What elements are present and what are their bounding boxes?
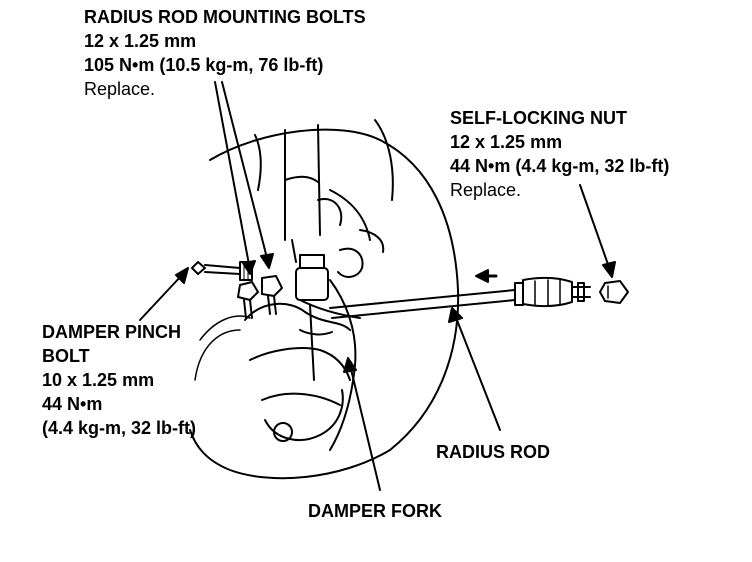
self-locking-nut-size: 12 x 1.25 mm: [450, 132, 563, 152]
damper-pinch-bolt-size: 10 x 1.25 mm: [42, 370, 155, 390]
self-locking-nut-callout: SELF-LOCKING NUT 12 x 1.25 mm 44 N•m (4.…: [450, 106, 669, 202]
radius-rod-mounting-bolts: [237, 275, 283, 319]
damper-pinch-bolt-torque: 44 N•m: [42, 394, 103, 414]
self-locking-nut-torque: 44 N•m (4.4 kg-m, 32 lb-ft): [450, 156, 670, 176]
install-direction-arrow: [475, 269, 498, 283]
radius-rod-label: RADIUS ROD: [436, 442, 551, 462]
self-locking-nut-title: SELF-LOCKING NUT: [450, 108, 627, 128]
leader-lines: [139, 81, 616, 491]
radius-rod-bolts-torque: 105 N•m (10.5 kg-m, 76 lb-ft): [84, 55, 324, 75]
brake-disc: [189, 128, 460, 480]
radius-rod-bolts-callout: RADIUS ROD MOUNTING BOLTS 12 x 1.25 mm 1…: [84, 5, 366, 101]
damper-pinch-bolt-title-line1: DAMPER PINCH: [42, 322, 182, 342]
radius-rod-bolts-size: 12 x 1.25 mm: [84, 31, 197, 51]
damper-strut: [254, 119, 394, 301]
steering-knuckle: [244, 279, 361, 451]
damper-pinch-bolt-torque-alt: (4.4 kg-m, 32 lb-ft): [42, 418, 197, 438]
radius-rod-bolts-title: RADIUS ROD MOUNTING BOLTS: [84, 7, 366, 27]
damper-fork-label: DAMPER FORK: [308, 501, 442, 521]
radius-rod: [329, 276, 591, 319]
radius-rod-bolts-note: Replace.: [84, 79, 156, 99]
self-locking-nut-note: Replace.: [450, 180, 522, 200]
self-locking-nut: [599, 280, 629, 304]
damper-pinch-bolt-title-line2: BOLT: [42, 346, 90, 366]
damper-pinch-bolt-callout: DAMPER PINCH BOLT 10 x 1.25 mm 44 N•m (4…: [42, 320, 196, 440]
